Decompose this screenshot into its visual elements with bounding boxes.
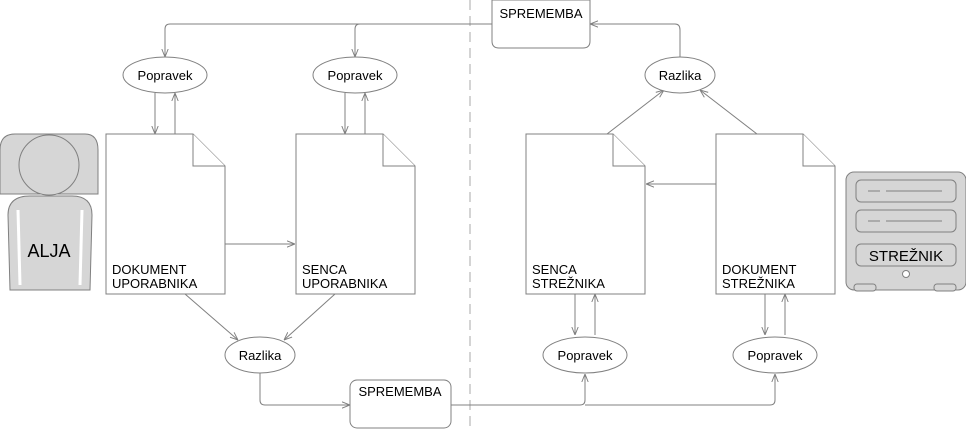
patch-server-shadow: Popravek (542, 336, 628, 374)
patch-server-doc: Popravek (732, 336, 818, 374)
document-label: DOKUMENT STREŽNIKA (722, 262, 800, 291)
document-label: DOKUMENT UPORABNIKA (112, 262, 198, 291)
edit-to-client-shadow-patch-arrow (355, 23, 361, 57)
patch-label: Popravek (748, 348, 803, 363)
patch-client-doc: Popravek (122, 56, 208, 94)
user-figure: ALJA (0, 133, 99, 291)
patch-client-shadow: Popravek (312, 56, 398, 94)
server-label-panel (855, 243, 957, 267)
diff-label: Razlika (239, 348, 282, 363)
power-button-icon (902, 270, 910, 278)
server-foot-icon (933, 283, 957, 292)
server-figure: STREŽNIK (845, 171, 966, 292)
client-text-document: DOKUMENT UPORABNIKA (105, 133, 226, 295)
edit-box-bottom: SPREMEMBA (349, 379, 452, 429)
user-body-icon (7, 195, 93, 291)
diff-label: Razlika (659, 68, 702, 83)
document-label: SENCA UPORABNIKA (302, 262, 388, 291)
connectors (155, 24, 785, 405)
diff-client: Razlika (224, 336, 296, 374)
patch-label: Popravek (558, 348, 613, 363)
user-head-icon (18, 134, 80, 196)
edit-to-client-doc-patch-arrow (165, 23, 492, 57)
diff-server: Razlika (644, 56, 716, 94)
server-foot-icon (853, 283, 877, 292)
client-diff-to-edit-arrow (259, 373, 350, 405)
document-label: SENCA STREŽNIKA (532, 262, 605, 291)
patch-label: Popravek (138, 68, 193, 83)
client-shadow-document: SENCA UPORABNIKA (295, 133, 416, 295)
edit-box-top: SPREMEMBA (491, 0, 591, 49)
edit-label: SPREMEMBA (499, 6, 582, 21)
user-label: ALJA (27, 241, 70, 261)
server-label: STREŽNIK (869, 248, 943, 265)
server-text-document: DOKUMENT STREŽNIKA (715, 133, 836, 295)
edit-to-server-shadow-patch-arrow (451, 374, 585, 406)
server-shadow-document: SENCA STREŽNIKA (525, 133, 646, 295)
server-diff-to-edit-arrow (590, 24, 681, 57)
edit-label: SPREMEMBA (358, 384, 441, 399)
patch-label: Popravek (328, 68, 383, 83)
edit-to-server-doc-patch-arrow (585, 374, 775, 406)
